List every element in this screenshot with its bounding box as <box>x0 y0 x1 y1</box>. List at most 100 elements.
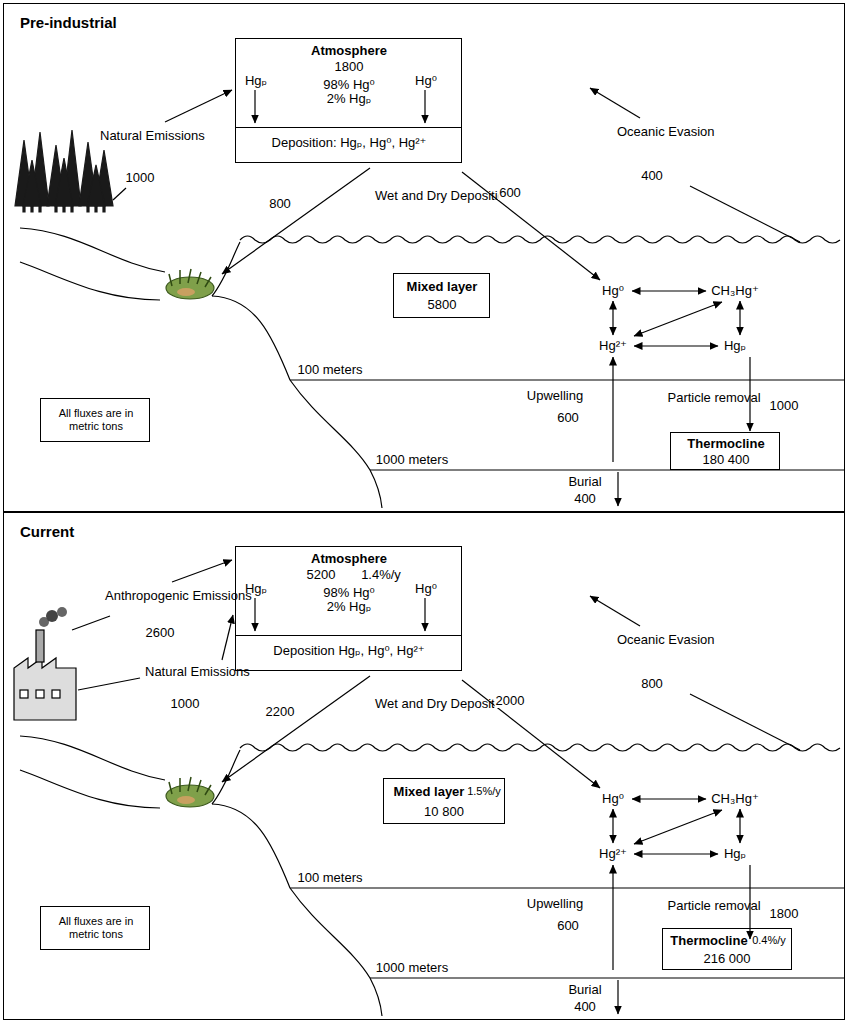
upwelling-arrow <box>612 357 613 462</box>
forest-scene <box>15 90 232 212</box>
reservoir-box: Thermocline0.4%/y216 000 <box>662 928 792 970</box>
divider-line <box>236 127 461 128</box>
divider-line <box>236 635 461 636</box>
box-value: 216 000 <box>704 951 751 966</box>
emission-arrow <box>222 615 233 660</box>
emission-arrow <box>165 90 232 122</box>
flux-label: Burial <box>567 982 602 997</box>
shore-line <box>212 242 240 296</box>
window <box>52 690 60 698</box>
flux-label: Hgₚ <box>723 338 747 353</box>
box-title: Atmosphere <box>311 551 387 566</box>
flux-label: Hg⁰ <box>601 791 625 806</box>
flux-value: 2000 <box>495 693 526 708</box>
wetland <box>166 277 214 299</box>
flux-value: 600 <box>556 918 580 933</box>
flux-label: Hg²⁺ <box>598 338 628 353</box>
settling-arrow <box>424 90 425 123</box>
flux-value: 2200 <box>265 704 296 719</box>
flux-value: 1000 meters <box>375 452 449 467</box>
flux-label: Natural Emissions <box>144 664 226 679</box>
reservoir-box: Mixed layer 5800 <box>393 273 490 318</box>
box-title: Thermocline <box>687 436 764 451</box>
flux-value: 400 <box>573 999 597 1014</box>
depth-line <box>290 379 845 380</box>
emission-line <box>72 616 110 630</box>
deposition-arrow <box>462 680 600 788</box>
emission-arrow <box>172 560 232 582</box>
evasion-line <box>690 694 800 750</box>
box-value: 2% Hgₚ <box>327 599 372 614</box>
reservoir-box: Thermocline180 400 <box>670 432 780 470</box>
flux-label: CH₃Hg⁺ <box>710 791 760 806</box>
settling-arrow <box>254 598 255 631</box>
flux-value: 100 meters <box>296 362 363 377</box>
box-value: Hgₚ <box>245 73 267 88</box>
box-value: 10 800 <box>424 804 464 819</box>
river-bank <box>20 770 160 808</box>
flux-label: Upwelling <box>526 388 584 403</box>
box-value: 2% Hgₚ <box>327 91 372 106</box>
ocean-scene <box>20 88 845 508</box>
deposition-arrow <box>222 676 370 782</box>
species-arrow <box>634 810 722 844</box>
flux-value: 1000 <box>769 398 800 413</box>
burial-arrow <box>617 472 618 506</box>
reeds <box>169 269 211 287</box>
flux-value: 100 meters <box>296 870 363 885</box>
factory <box>14 658 76 720</box>
smoke <box>57 607 67 617</box>
box-value: Deposition: Hgₚ, Hg⁰, Hg²⁺ <box>272 135 427 150</box>
flux-label: Hgₚ <box>723 846 747 861</box>
emission-line <box>78 678 140 690</box>
deposition-arrow <box>462 172 600 280</box>
flux-value: 1000 <box>170 696 201 711</box>
flux-label: CH₃Hg⁺ <box>710 283 760 298</box>
species-arrow <box>612 809 613 843</box>
shore-line <box>212 750 240 804</box>
panel-frame: Pre-industrialAtmosphere1800Hgₚ98% Hg⁰2%… <box>3 3 845 512</box>
flux-value: 400 <box>573 491 597 506</box>
box-value: 1800 <box>335 59 364 74</box>
flux-label: Particle removal <box>667 898 734 913</box>
flux-value: 1800 <box>769 906 800 921</box>
tree <box>55 158 73 212</box>
flux-label: Wet and Dry Deposition <box>374 696 466 711</box>
species-arrow <box>612 301 613 335</box>
wetland <box>166 785 214 807</box>
species-arrow <box>634 345 718 346</box>
box-value: 1.4%/y <box>361 567 401 582</box>
reservoir-box: All fluxes are in metric tons <box>40 906 150 950</box>
flux-label: Burial <box>567 474 602 489</box>
box-title: Mixed layer <box>394 784 465 799</box>
tree <box>87 165 105 212</box>
species-arrow <box>632 290 706 291</box>
flux-value: 400 <box>640 168 664 183</box>
flux-value: 1000 meters <box>375 960 449 975</box>
window <box>20 690 28 698</box>
flux-label: Upwelling <box>526 896 584 911</box>
factory-scene <box>14 560 233 720</box>
box-title: All fluxes are in metric tons <box>46 915 146 941</box>
wetland-mud <box>177 796 195 804</box>
flux-value: 600 <box>498 185 522 200</box>
box-value: 1.5%/y <box>467 785 501 798</box>
box-value: 98% Hg⁰ <box>323 77 374 92</box>
species-arrow <box>739 301 740 335</box>
depth-line <box>290 887 845 888</box>
sea-floor <box>212 804 382 1016</box>
tree <box>23 160 41 212</box>
flux-label: Hg⁰ <box>601 283 625 298</box>
evasion-line <box>690 186 800 242</box>
sea-surface <box>240 744 840 751</box>
flux-label: Natural Emissions <box>99 128 181 143</box>
window <box>36 690 44 698</box>
box-value: 5800 <box>428 297 457 312</box>
species-arrow <box>632 798 706 799</box>
wetland-mud <box>177 288 195 296</box>
flux-value: 2600 <box>145 625 176 640</box>
box-value: 180 400 <box>703 452 750 467</box>
box-title: Mixed layer <box>407 279 478 294</box>
deposition-arrow <box>222 168 370 274</box>
reservoir-box: Mixed layer1.5%/y10 800 <box>383 778 505 824</box>
